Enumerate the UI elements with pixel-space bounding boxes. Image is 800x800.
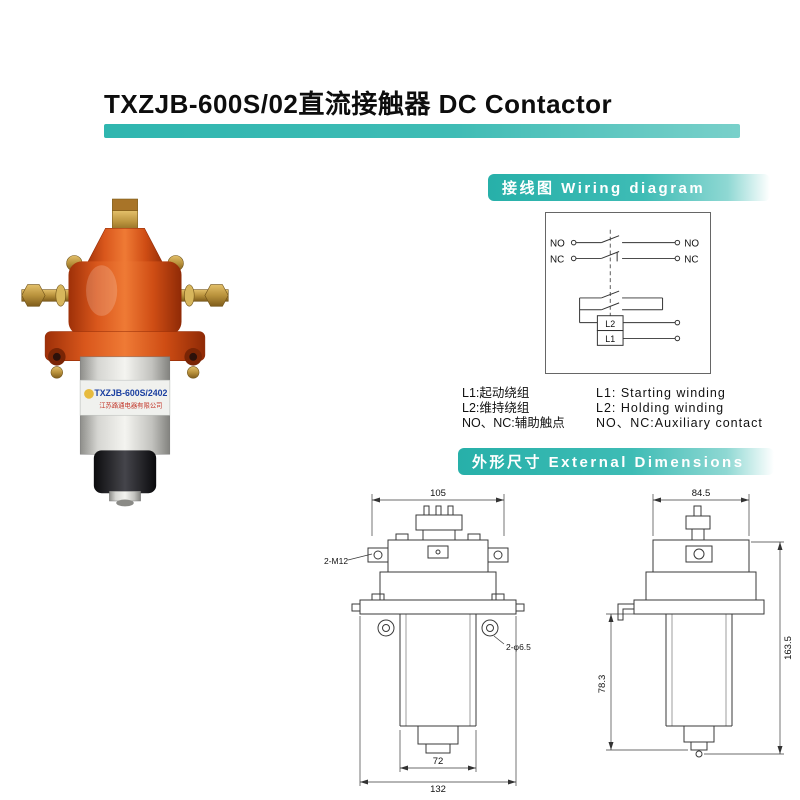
front-leader-lines bbox=[347, 553, 505, 645]
title-accent-bar bbox=[104, 124, 740, 138]
dim-side-total-height: 163.5 bbox=[783, 636, 794, 660]
circuit-lines bbox=[570, 235, 681, 346]
legend-nonc-en: NO、NC:Auxiliary contact bbox=[596, 416, 763, 430]
contactor-illustration: TXZJB-600S/2402 江苏路通电器有限公司 bbox=[21, 198, 229, 507]
label-coil-l2: L2 bbox=[605, 319, 615, 329]
dim-front-inner-width: 72 bbox=[433, 756, 444, 767]
front-outline bbox=[351, 505, 525, 754]
legend-nonc-cn: NO、NC:辅助触点 bbox=[462, 416, 565, 430]
wiring-diagram-box: NO NC NO NC L2 L1 bbox=[545, 212, 711, 374]
front-view-drawing: 105 2-M12 2-φ6.5 72 132 bbox=[324, 488, 531, 795]
side-dimension-arrows bbox=[608, 497, 783, 754]
legend-row-nonc: NO、NC:辅助触点 NO、NC:Auxiliary contact bbox=[462, 416, 792, 431]
label-no-left: NO bbox=[550, 239, 565, 250]
dim-front-base-width: 132 bbox=[430, 784, 446, 793]
orange-housing bbox=[44, 227, 206, 379]
dimensions-section-badge: 外形尺寸 External Dimensions bbox=[458, 448, 774, 475]
page-title: TXZJB-600S/02直流接触器 DC Contactor bbox=[104, 89, 613, 119]
product-company-text: 江苏路通电器有限公司 bbox=[99, 400, 162, 409]
side-outline bbox=[617, 505, 765, 758]
wiring-legend: L1:起动绕组 L1: Starting winding L2:维持绕组 L2:… bbox=[462, 386, 792, 431]
label-nc-left: NC bbox=[550, 254, 564, 265]
side-dimension-lines bbox=[606, 494, 784, 755]
label-coil-l1: L1 bbox=[605, 334, 615, 344]
label-nc-right: NC bbox=[684, 254, 698, 265]
metal-cylinder: TXZJB-600S/2402 江苏路通电器有限公司 bbox=[79, 356, 171, 455]
product-label bbox=[79, 379, 171, 416]
legend-l2-cn: L2:维持绕组 bbox=[462, 401, 530, 415]
dim-side-lower-height: 78.3 bbox=[598, 675, 608, 694]
label-no-right: NO bbox=[684, 239, 699, 250]
wiring-badge-label: 接线图 Wiring diagram bbox=[502, 180, 706, 197]
brand-logo bbox=[84, 388, 94, 399]
side-view: 84.5 163.5 78.3 bbox=[597, 486, 798, 793]
product-photo: TXZJB-600S/2402 江苏路通电器有限公司 bbox=[12, 192, 238, 508]
legend-l2-en: L2: Holding winding bbox=[596, 401, 725, 415]
wiring-diagram: NO NC NO NC L2 L1 bbox=[550, 229, 699, 346]
front-dimension-arrows bbox=[360, 497, 516, 785]
front-view: 105 2-M12 2-φ6.5 72 132 bbox=[322, 486, 554, 795]
product-model-text: TXZJB-600S/2402 bbox=[94, 388, 167, 398]
dim-front-hole-label: 2-φ6.5 bbox=[506, 642, 531, 652]
dim-front-bolt-label: 2-M12 bbox=[324, 556, 348, 566]
front-dimension-lines bbox=[359, 494, 517, 786]
side-view-drawing: 84.5 163.5 78.3 bbox=[597, 488, 794, 758]
side-terminal-studs bbox=[21, 284, 229, 307]
black-base bbox=[93, 450, 157, 507]
legend-l1-cn: L1:起动绕组 bbox=[462, 386, 530, 400]
legend-l1-en: L1: Starting winding bbox=[596, 386, 726, 400]
dim-front-top-width: 105 bbox=[430, 488, 446, 499]
wiring-section-badge: 接线图 Wiring diagram bbox=[488, 174, 770, 201]
dim-side-top-width: 84.5 bbox=[692, 488, 711, 499]
legend-row-l1: L1:起动绕组 L1: Starting winding bbox=[462, 386, 792, 401]
dimensions-badge-label: 外形尺寸 External Dimensions bbox=[472, 454, 745, 471]
legend-row-l2: L2:维持绕组 L2: Holding winding bbox=[462, 401, 792, 416]
